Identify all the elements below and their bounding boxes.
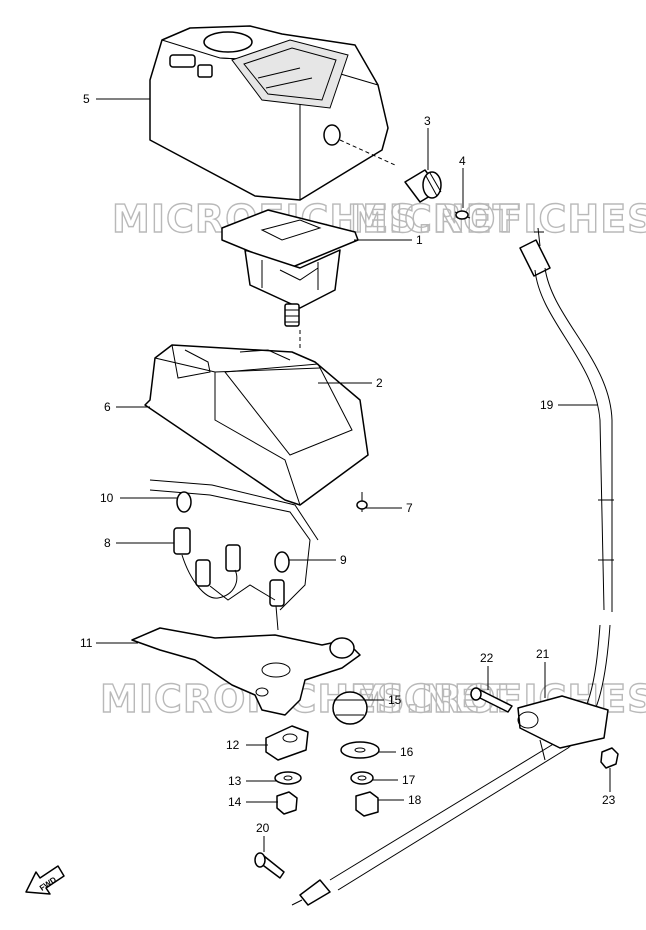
callout-21: 21 bbox=[536, 647, 550, 661]
callout-5: 5 bbox=[83, 92, 90, 106]
watermark-top-right: MICROFICHES.NET bbox=[350, 197, 646, 241]
callout-9: 9 bbox=[340, 553, 347, 567]
callout-20: 20 bbox=[256, 821, 270, 835]
callout-11: 11 bbox=[80, 636, 93, 650]
part-washer-13 bbox=[274, 771, 302, 785]
callout-17: 17 bbox=[402, 773, 416, 787]
leader-lines bbox=[96, 98, 611, 852]
callout-23: 23 bbox=[602, 793, 616, 807]
callout-16: 16 bbox=[400, 745, 414, 759]
callout-12: 12 bbox=[226, 738, 240, 752]
part-nut-14 bbox=[276, 791, 298, 815]
callout-3: 3 bbox=[424, 114, 431, 128]
part-nut-23 bbox=[600, 747, 619, 769]
callout-7: 7 bbox=[406, 501, 413, 515]
callout-22: 22 bbox=[480, 651, 494, 665]
callout-15: 15 bbox=[388, 693, 402, 707]
part-meter-bracket bbox=[131, 627, 361, 716]
part-cable-guide bbox=[517, 695, 609, 761]
callout-4: 4 bbox=[459, 154, 466, 168]
callout-18: 18 bbox=[408, 793, 422, 807]
part-bolt-20 bbox=[254, 852, 285, 879]
part-screw-7 bbox=[356, 492, 368, 512]
callout-19: 19 bbox=[540, 398, 554, 412]
part-speedometer bbox=[221, 209, 359, 350]
part-meter-lower-case bbox=[144, 344, 369, 506]
part-clamp bbox=[265, 725, 309, 761]
part-harness-bulbs bbox=[149, 479, 319, 631]
callout-10: 10 bbox=[100, 491, 114, 505]
callout-6: 6 bbox=[104, 400, 111, 414]
callout-1: 1 bbox=[416, 233, 423, 247]
part-socket bbox=[404, 169, 442, 203]
fwd-arrow: FWD bbox=[25, 865, 65, 895]
callout-2: 2 bbox=[376, 376, 383, 390]
part-cushion bbox=[332, 691, 368, 725]
part-meter-upper-case bbox=[149, 25, 396, 201]
callout-8: 8 bbox=[104, 536, 111, 550]
callout-14: 14 bbox=[228, 795, 242, 809]
part-washer-17 bbox=[350, 771, 374, 785]
part-screw-4 bbox=[454, 210, 471, 220]
callout-13: 13 bbox=[228, 774, 242, 788]
part-nut-18 bbox=[355, 791, 379, 817]
part-washer-16 bbox=[340, 741, 380, 759]
part-bolt-22 bbox=[470, 687, 513, 713]
